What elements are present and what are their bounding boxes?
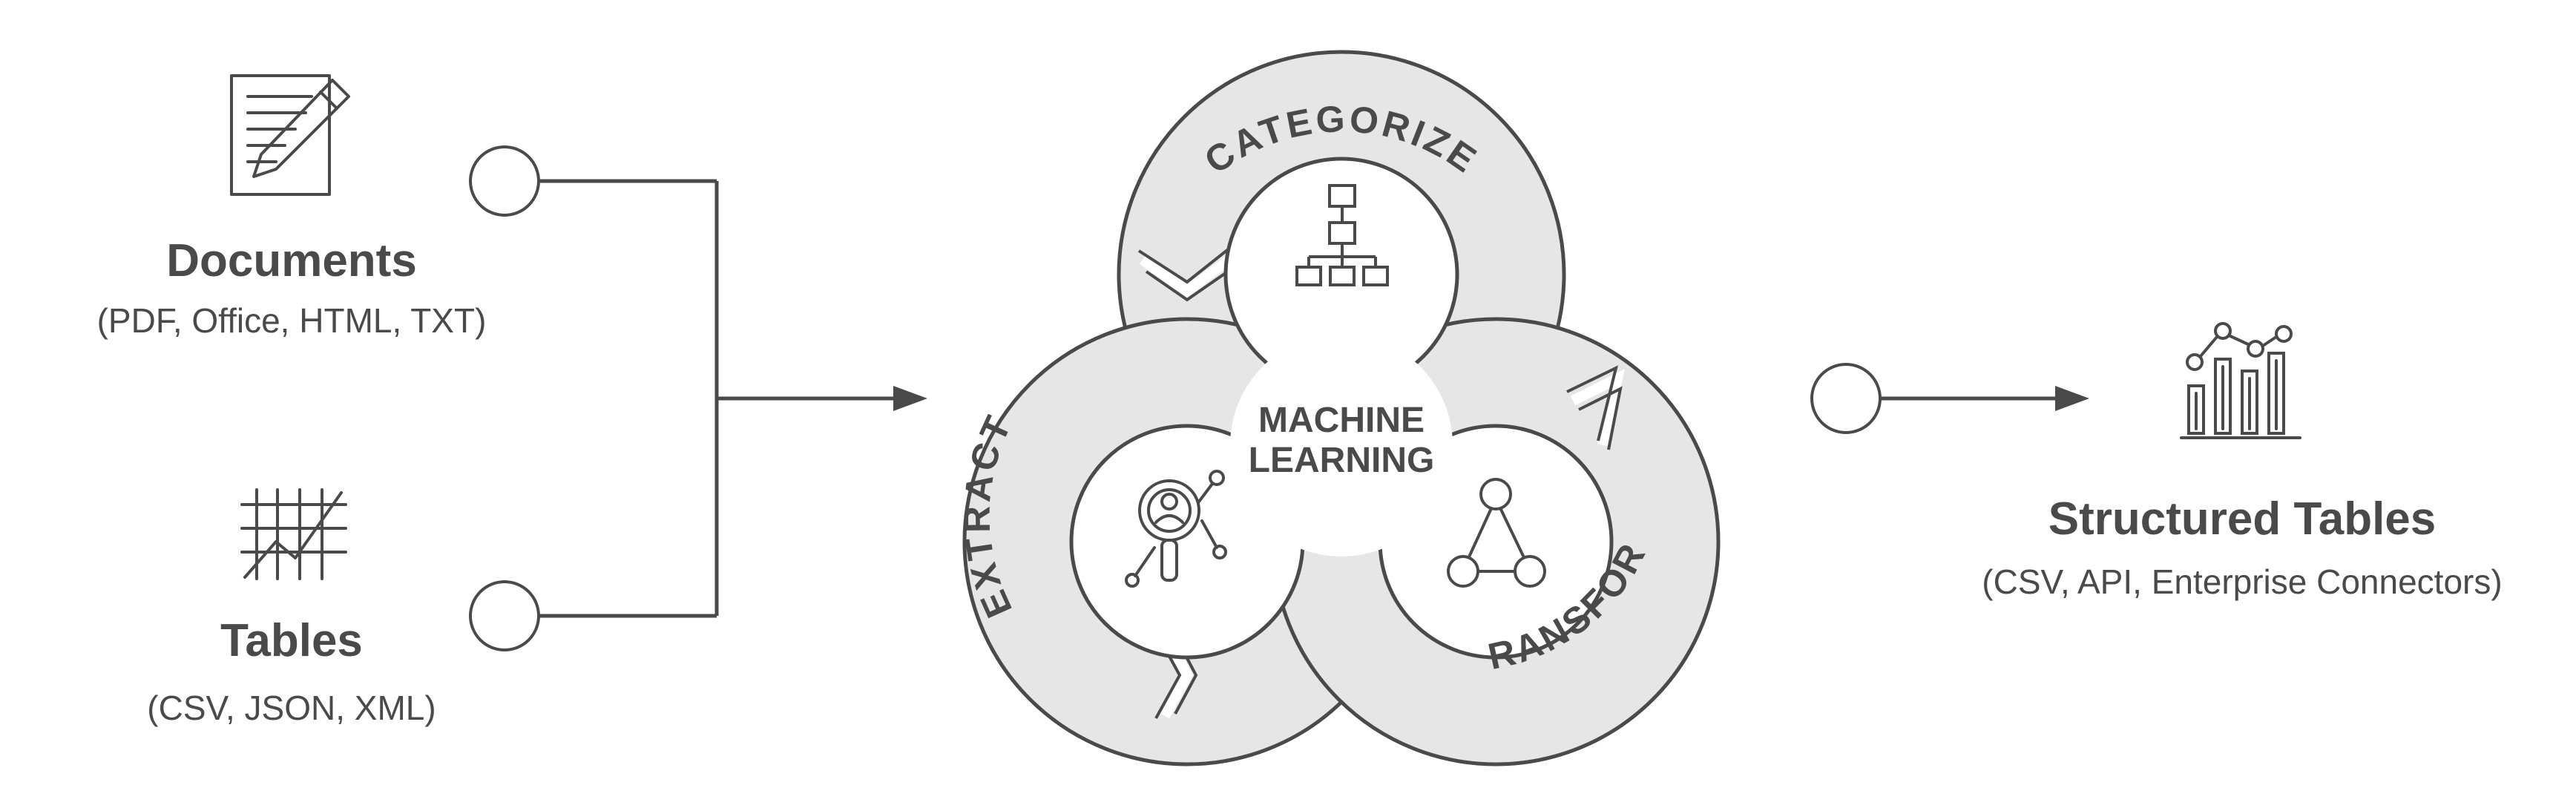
documents-connector-node [469, 145, 540, 217]
triangle-network-icon [1447, 478, 1546, 588]
input-arrowhead [893, 386, 927, 411]
output-connector-node [1810, 363, 1882, 434]
tables-title: Tables [220, 615, 363, 666]
center-label-line1: MACHINE [1258, 401, 1425, 440]
ring-chevron-outlines [1137, 240, 1623, 719]
output-subtitle: (CSV, API, Enterprise Connectors) [1982, 562, 2502, 601]
documents-subtitle: (PDF, Office, HTML, TXT) [97, 301, 487, 340]
tables-icon [240, 488, 347, 580]
tables-connector-node [469, 580, 540, 651]
center-white-disc [1230, 334, 1453, 556]
tables-subtitle: (CSV, JSON, XML) [147, 689, 436, 727]
magnifier-person-icon [1125, 470, 1227, 588]
hierarchy-icon [1295, 184, 1389, 286]
output-title: Structured Tables [2048, 493, 2437, 545]
bar-chart-icon [2180, 322, 2301, 439]
documents-icon [230, 74, 350, 196]
documents-title: Documents [166, 235, 417, 286]
center-label-line2: LEARNING [1249, 441, 1435, 480]
merge-connector [539, 179, 902, 618]
output-arrowhead [2055, 386, 2089, 411]
